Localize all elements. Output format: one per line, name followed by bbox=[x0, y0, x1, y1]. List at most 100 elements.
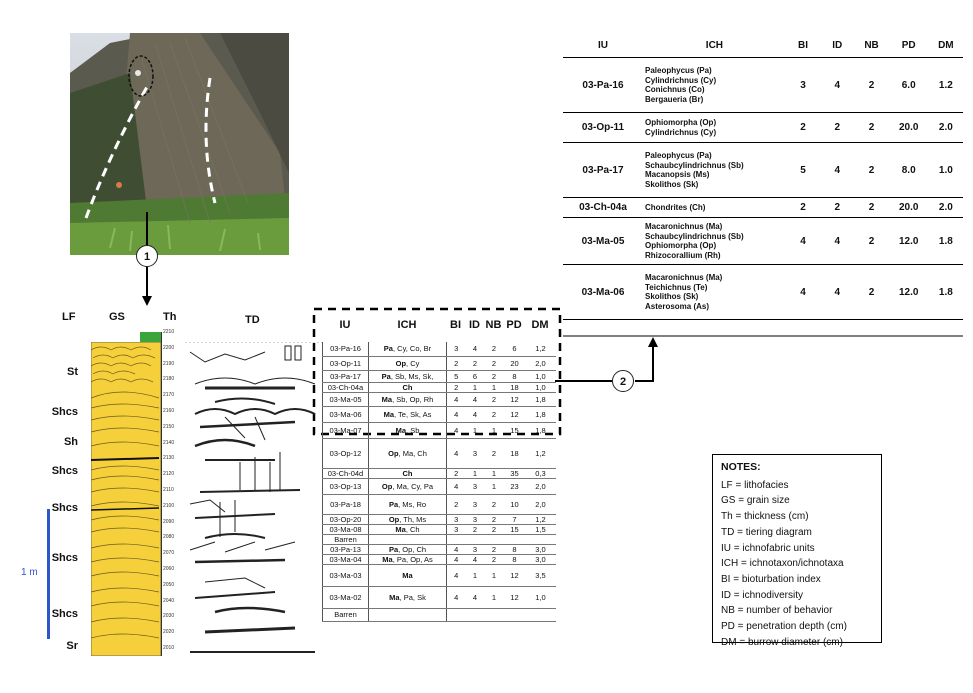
lithofacies-label: Shcs bbox=[51, 502, 78, 514]
id-cell: 3 bbox=[465, 478, 485, 495]
nb-cell: 1 bbox=[484, 586, 504, 609]
ichnotaxon: Ophiomorpha (Op) bbox=[645, 241, 717, 250]
bi-cell bbox=[446, 608, 466, 622]
id-cell bbox=[465, 608, 485, 622]
ruler-line bbox=[161, 332, 162, 656]
column-header: NB bbox=[485, 319, 502, 331]
ich-cell: Ch bbox=[368, 382, 447, 393]
notes-item: NB = number of behavior bbox=[721, 605, 833, 617]
id-cell: 1 bbox=[465, 564, 485, 587]
pd-cell: 8 bbox=[503, 554, 526, 565]
ich-main: Ma bbox=[402, 570, 413, 580]
ich-cell: Macaronichnus (Ma)Schaubcylindrichnus (S… bbox=[643, 217, 786, 265]
ich-rest: , Te, Sk, As bbox=[394, 409, 432, 419]
iu-cell: 03-Op-20 bbox=[322, 514, 369, 525]
ich-cell: Ch bbox=[368, 468, 447, 479]
ichnotaxon: Macaronichnus (Ma) bbox=[645, 273, 723, 282]
notes-item: LF = lithofacies bbox=[721, 479, 789, 491]
iu-cell: 03-Op-12 bbox=[322, 438, 369, 469]
dm-cell: 3,0 bbox=[525, 554, 556, 565]
dm-cell bbox=[525, 608, 556, 622]
nb-cell: 2 bbox=[854, 197, 889, 218]
ich-main: Ch bbox=[402, 382, 413, 392]
iu-cell: 03-Ch-04d bbox=[322, 468, 369, 479]
iu-cell: 03-Ma-02 bbox=[322, 586, 369, 609]
ich-main: Op bbox=[388, 514, 400, 524]
pd-cell: 18 bbox=[503, 382, 526, 393]
nb-cell: 2 bbox=[854, 217, 889, 265]
pd-cell: 15 bbox=[503, 524, 526, 535]
thickness-tick: 2070 bbox=[163, 550, 175, 557]
ich-cell: Pa, Cy, Co, Br bbox=[368, 342, 447, 357]
ich-main: Op bbox=[388, 448, 399, 458]
iu-cell: 03-Op-11 bbox=[563, 112, 643, 143]
pd-cell: 6 bbox=[503, 342, 526, 357]
nb-cell: 2 bbox=[484, 524, 504, 535]
table-row: Barren bbox=[322, 534, 556, 545]
nb-cell: 2 bbox=[484, 356, 504, 371]
column-header: IU bbox=[339, 319, 351, 331]
nb-cell: 1 bbox=[484, 382, 504, 393]
id-cell: 4 bbox=[465, 342, 485, 357]
bi-cell: 3 bbox=[785, 57, 821, 113]
dm-cell: 1,8 bbox=[525, 392, 556, 407]
ichnotaxon: Macanopsis (Ms) bbox=[645, 170, 710, 179]
id-cell: 3 bbox=[465, 438, 485, 469]
nb-cell: 2 bbox=[854, 57, 889, 113]
bi-cell: 2 bbox=[446, 468, 466, 479]
ichnotaxon: Skolithos (Sk) bbox=[645, 292, 699, 301]
ich-main: Pa bbox=[381, 371, 391, 381]
iu-cell: Barren bbox=[322, 608, 369, 622]
ichnotaxon: Chondrites (Ch) bbox=[645, 202, 706, 212]
dm-cell: 1.0 bbox=[928, 142, 963, 198]
pd-cell: 35 bbox=[503, 468, 526, 479]
iu-cell: 03-Ma-07 bbox=[322, 422, 369, 439]
dm-cell: 3,5 bbox=[525, 564, 556, 587]
bi-cell: 2 bbox=[446, 494, 466, 515]
iu-cell: 03-Pa-17 bbox=[322, 370, 369, 383]
lithofacies-label: Sr bbox=[66, 640, 78, 652]
bi-cell: 4 bbox=[446, 478, 466, 495]
pd-cell: 8.0 bbox=[888, 142, 929, 198]
pd-cell: 12 bbox=[503, 392, 526, 407]
ich-cell: Ma, Sb bbox=[368, 422, 447, 439]
ich-cell: Pa, Sb, Ms, Sk, bbox=[368, 370, 447, 383]
iu-cell: 03-Ma-03 bbox=[322, 564, 369, 587]
pd-cell: 10 bbox=[503, 494, 526, 515]
id-cell: 4 bbox=[820, 217, 855, 265]
bi-cell bbox=[446, 534, 466, 545]
th-header: Th bbox=[163, 311, 177, 323]
ich-cell: Op, Ma, Cy, Pa bbox=[368, 478, 447, 495]
thickness-tick: 2130 bbox=[163, 455, 175, 462]
column-header: DM bbox=[928, 33, 963, 58]
pd-cell: 12 bbox=[503, 564, 526, 587]
column-header: IU bbox=[563, 33, 643, 58]
dm-cell: 1,0 bbox=[525, 370, 556, 383]
thickness-tick: 2020 bbox=[163, 629, 175, 636]
ich-rest: , Cy, Co, Br bbox=[392, 344, 432, 354]
ich-main: Op bbox=[381, 481, 393, 491]
lithofacies-label: St bbox=[67, 366, 78, 378]
ich-main: Pa bbox=[388, 544, 399, 554]
iu-cell: 03-Pa-16 bbox=[563, 57, 643, 113]
column-header: ICH bbox=[643, 33, 786, 58]
iu-cell: 03-Op-13 bbox=[322, 478, 369, 495]
dm-cell bbox=[525, 534, 556, 545]
ich-cell: Paleophycus (Pa)Schaubcylindrichnus (Sb)… bbox=[643, 142, 786, 198]
nb-cell: 2 bbox=[484, 342, 504, 357]
id-cell: 2 bbox=[820, 112, 855, 143]
nb-cell: 1 bbox=[484, 564, 504, 587]
column-header: ID bbox=[469, 319, 480, 331]
nb-cell: 2 bbox=[854, 112, 889, 143]
dm-cell: 2,0 bbox=[525, 356, 556, 371]
